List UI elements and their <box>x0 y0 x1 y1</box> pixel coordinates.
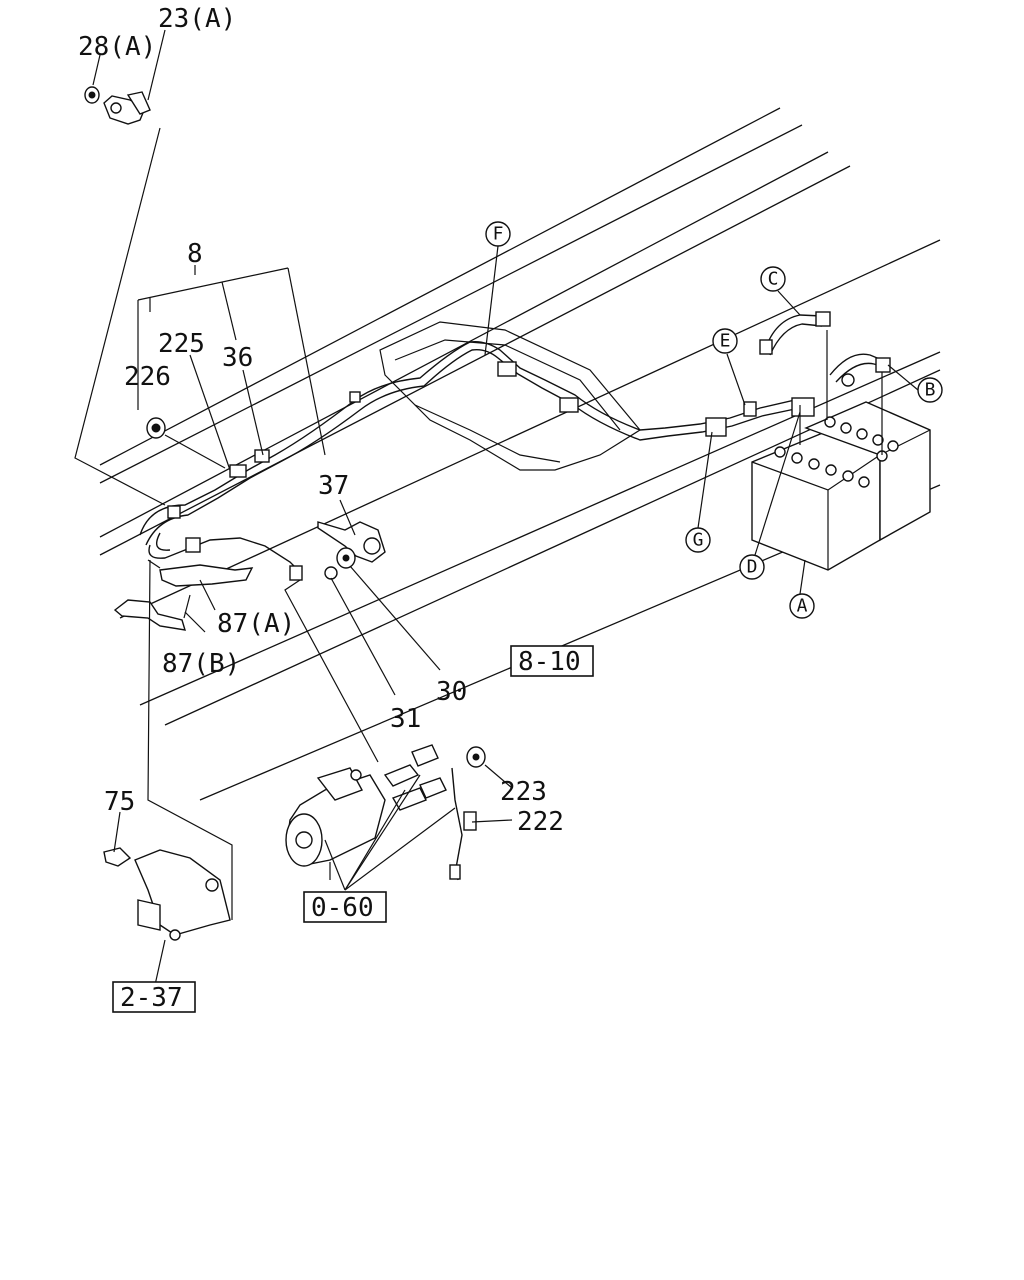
letter-D: D <box>747 557 758 578</box>
letter-callouts: F C E B G D A <box>485 221 943 619</box>
callout-223: 223 <box>500 777 547 807</box>
letter-C: C <box>768 269 779 290</box>
chassis-frame <box>99 107 941 801</box>
callout-225: 225 <box>158 329 205 359</box>
leader-lines <box>74 29 919 986</box>
starter-bolts <box>383 744 486 811</box>
battery-cable-harness <box>139 311 891 581</box>
callout-28a: 28(A) <box>78 32 156 62</box>
part-37-clamp <box>317 521 386 563</box>
callout-36: 36 <box>222 343 253 373</box>
callout-30: 30 <box>436 677 467 707</box>
battery-terminals <box>774 416 899 488</box>
callout-75: 75 <box>104 787 135 817</box>
callout-87b: 87(B) <box>162 649 240 679</box>
letter-A: A <box>797 596 808 617</box>
letter-E: E <box>720 331 731 352</box>
callout-87a: 87(A) <box>217 609 295 639</box>
ref-2-37: 2-37 <box>120 983 183 1013</box>
callout-8: 8 <box>187 239 203 269</box>
callout-37: 37 <box>318 471 349 501</box>
batteries <box>751 330 931 571</box>
part-30-31-nut-washer <box>324 547 356 580</box>
letter-G: G <box>693 530 704 551</box>
ref-8-10: 8-10 <box>518 647 581 677</box>
reference-boxes: 8-10 0-60 2-37 <box>112 645 594 1013</box>
callout-23a: 23(A) <box>158 4 236 34</box>
ref-0-60: 0-60 <box>311 893 374 923</box>
ground-cable-222 <box>449 767 477 881</box>
callout-31: 31 <box>390 704 421 734</box>
part-226-nut <box>146 417 166 439</box>
letter-B: B <box>925 380 936 401</box>
part-number-callouts: 23(A) 28(A) 8 225 36 226 37 87(A) 87(B) … <box>78 4 564 837</box>
bracket-23a-assembly <box>84 86 151 125</box>
starter-motor <box>285 767 386 880</box>
callout-222: 222 <box>517 807 564 837</box>
callout-226: 226 <box>124 362 171 392</box>
letter-F: F <box>493 224 504 245</box>
bracket-75-assembly <box>103 847 231 941</box>
